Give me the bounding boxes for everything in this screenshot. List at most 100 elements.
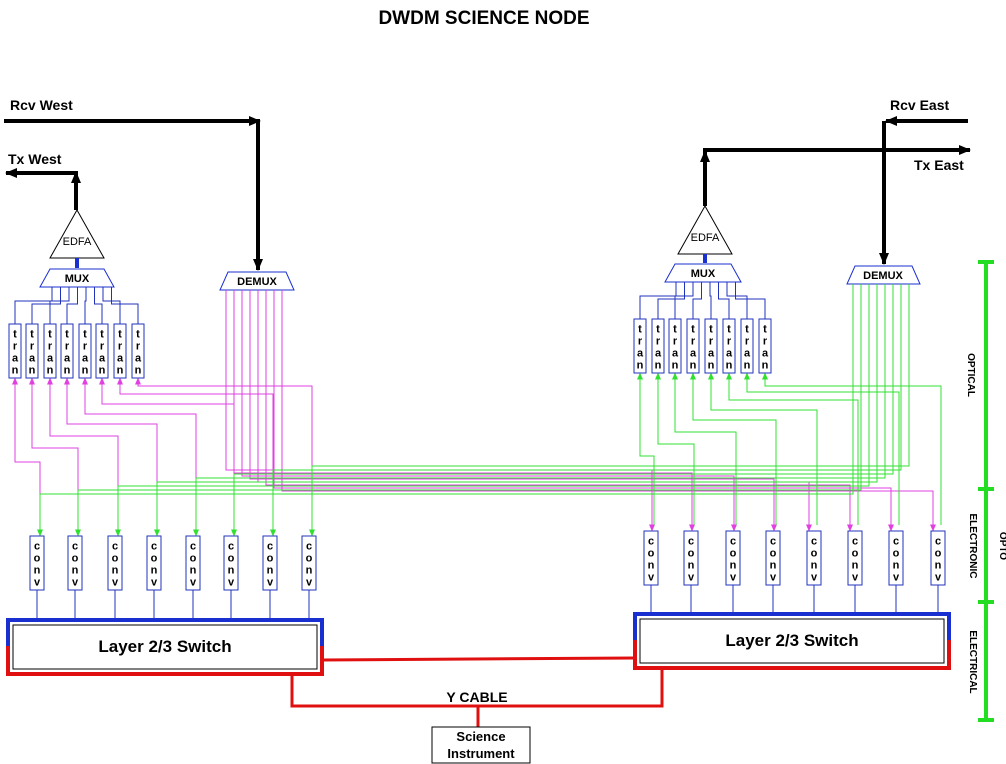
east-converter-letter: c bbox=[770, 535, 776, 547]
east-transponder-letter: n bbox=[655, 359, 662, 371]
west-converter-letter: n bbox=[151, 564, 158, 576]
east-converter-letter: o bbox=[730, 547, 737, 559]
east-converter-letter: v bbox=[935, 571, 942, 583]
west-converter-letter: v bbox=[112, 576, 119, 588]
west-transponder-letter: n bbox=[117, 364, 124, 376]
east-converter-letter: c bbox=[688, 535, 694, 547]
west-converter-letter: o bbox=[228, 552, 235, 564]
west-demux-drop bbox=[249, 290, 777, 532]
west-tran-return bbox=[64, 377, 158, 530]
west-transponder-letter: r bbox=[13, 340, 18, 352]
east-demux-drop bbox=[37, 284, 854, 537]
west-transponder-letter: t bbox=[48, 328, 52, 340]
west-transponder-letter: r bbox=[30, 340, 35, 352]
east-switch: Layer 2/3 Switch bbox=[633, 612, 951, 670]
east-mux-label: MUX bbox=[691, 268, 716, 280]
east-demux-drop bbox=[270, 284, 902, 537]
west-transponder-letter: r bbox=[83, 340, 88, 352]
west-converter-letter: c bbox=[228, 540, 234, 552]
east-tran-return bbox=[672, 372, 737, 525]
west-transponder-letter: n bbox=[12, 364, 19, 376]
west-transponder-letter: n bbox=[135, 364, 142, 376]
west-transponder-letter: a bbox=[12, 352, 19, 364]
east-converter-letter: v bbox=[730, 571, 737, 583]
east-converter-letter: v bbox=[893, 571, 900, 583]
east-converter-letter: n bbox=[935, 559, 942, 571]
west-demux-drop bbox=[225, 290, 655, 532]
layer-scale: OPTICAL OPTO ELECTRONIC ELECTRICAL bbox=[965, 260, 1006, 722]
west-converter-letter: o bbox=[267, 552, 274, 564]
west-transponder-letter: n bbox=[82, 364, 89, 376]
east-transponder-letter: r bbox=[745, 335, 750, 347]
east-transponder-letter: a bbox=[762, 347, 769, 359]
west-converter-letter: n bbox=[72, 564, 79, 576]
east-tran-return bbox=[637, 372, 655, 525]
east-mux-feeder bbox=[709, 282, 712, 319]
west-transponder-letter: t bbox=[83, 328, 87, 340]
west-tran-return bbox=[82, 377, 197, 530]
east-converter-letter: c bbox=[893, 535, 899, 547]
east-mux-feeder bbox=[726, 282, 748, 319]
west-converter-letter: c bbox=[267, 540, 273, 552]
east-tran-return bbox=[744, 372, 900, 525]
east-converter-letter: c bbox=[935, 535, 941, 547]
west-tran-return bbox=[135, 377, 313, 530]
west-transponder-letter: a bbox=[82, 352, 89, 364]
west-demux-drop bbox=[241, 290, 737, 532]
east-converter-letter: n bbox=[811, 559, 818, 571]
west-demux-drop bbox=[265, 290, 853, 532]
west-converter-letter: n bbox=[34, 564, 41, 576]
east-mux-feeder bbox=[692, 282, 702, 319]
west-transponder-letter: t bbox=[136, 328, 140, 340]
west-mux: MUX bbox=[39, 268, 115, 288]
east-demux-drop bbox=[75, 284, 862, 537]
east-converter-letter: c bbox=[730, 535, 736, 547]
east-demux-drop bbox=[154, 284, 878, 537]
east-transponder-letter: r bbox=[656, 335, 661, 347]
east-converter-letter: n bbox=[688, 559, 695, 571]
west-transponder-letter: n bbox=[64, 364, 71, 376]
east-converter-letter: o bbox=[688, 547, 695, 559]
west-converter-letter: o bbox=[190, 552, 197, 564]
east-converter-letter: n bbox=[893, 559, 900, 571]
west-converter-letter: c bbox=[34, 540, 40, 552]
west-converter-letter: o bbox=[151, 552, 158, 564]
east-transponder-letter: t bbox=[656, 323, 660, 335]
west-transponder-letter: r bbox=[136, 340, 141, 352]
east-transponder-letter: t bbox=[691, 323, 695, 335]
west-edfa: EDFA bbox=[49, 208, 105, 259]
east-mux: MUX bbox=[664, 263, 742, 283]
west-transponder-letter: t bbox=[13, 328, 17, 340]
east-edfa-label: EDFA bbox=[691, 232, 720, 244]
east-converter-letter: v bbox=[770, 571, 777, 583]
east-converter-letter: c bbox=[811, 535, 817, 547]
east-converter-letter: n bbox=[852, 559, 859, 571]
east-switch-label: Layer 2/3 Switch bbox=[725, 631, 858, 650]
west-transponder-letter: a bbox=[64, 352, 71, 364]
west-switch-label: Layer 2/3 Switch bbox=[98, 637, 231, 656]
west-converter-letter: v bbox=[72, 576, 79, 588]
east-demux-label: DEMUX bbox=[863, 270, 903, 282]
east-tran-return bbox=[690, 372, 777, 525]
layer-opto-label: OPTO bbox=[997, 532, 1006, 560]
west-mux-feeder bbox=[84, 287, 87, 324]
east-transponder-letter: n bbox=[672, 359, 679, 371]
east-demux-drop bbox=[115, 284, 870, 537]
east-converter-letter: c bbox=[648, 535, 654, 547]
west-transponder-letter: a bbox=[29, 352, 36, 364]
instrument-line-1: Science bbox=[456, 729, 505, 744]
west-tran-return bbox=[29, 377, 79, 530]
